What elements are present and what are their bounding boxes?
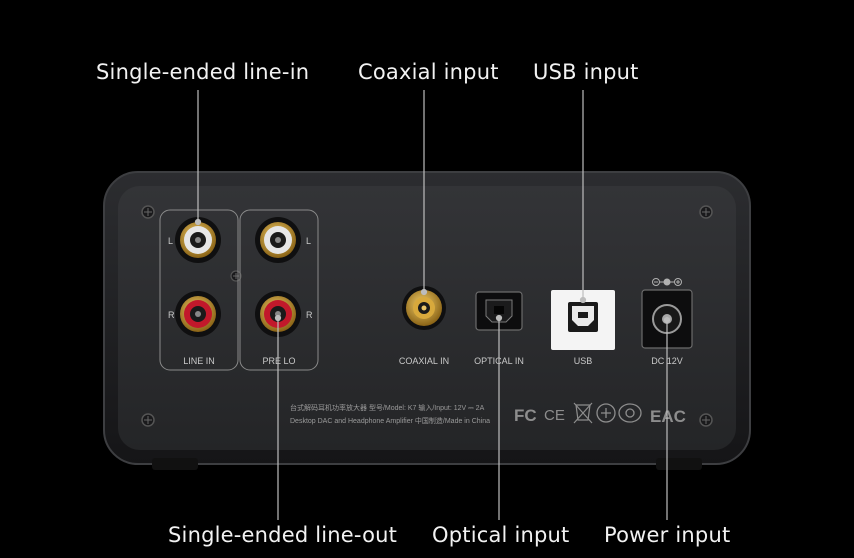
callout-power-input: Power input — [604, 523, 731, 547]
rca-line-in-right-jack — [175, 291, 221, 337]
coaxial-label: COAXIAL IN — [399, 356, 449, 366]
usb-port — [551, 290, 615, 350]
channel-label-left: L — [306, 236, 311, 246]
line-in-frame — [159, 209, 239, 371]
callout-single-ended-line-in: Single-ended line-in — [96, 60, 310, 84]
weee-bin-icon — [573, 402, 593, 424]
info-line-2: Desktop DAC and Headphone Amplifier 中国制造… — [290, 416, 490, 425]
channel-label-right: R — [306, 310, 313, 320]
rca-pre-lo-left-jack — [255, 217, 301, 263]
pre-lo-frame — [239, 209, 319, 371]
callout-single-ended-line-out: Single-ended line-out — [168, 523, 398, 547]
usb-label: USB — [574, 356, 593, 366]
line-in-label: LINE IN — [183, 356, 215, 366]
certification-seal-icon — [596, 403, 616, 423]
foot-right — [656, 458, 702, 470]
callout-usb-input: USB input — [533, 60, 639, 84]
polarity-icon — [652, 278, 682, 286]
leader-lines — [194, 90, 671, 520]
optical-port — [475, 291, 523, 331]
pre-lo-label: PRE LO — [262, 356, 295, 366]
screw-icon — [699, 413, 713, 427]
rca-line-in-left-jack — [175, 217, 221, 263]
channel-label-right: R — [168, 310, 175, 320]
certification-seal-icon — [618, 403, 642, 423]
channel-label-left: L — [168, 236, 173, 246]
rca-pre-lo-right-jack — [255, 291, 301, 337]
eac-mark-icon: EAC — [650, 407, 686, 426]
foot-left — [152, 458, 198, 470]
screw-icon — [699, 205, 713, 219]
fcc-mark-icon: FC — [514, 406, 537, 425]
screw-icon — [141, 413, 155, 427]
coaxial-jack — [402, 286, 446, 330]
callout-coaxial-input: Coaxial input — [358, 60, 499, 84]
info-line-1: 台式解码耳机功率放大器 型号/Model: K7 输入/Input: 12V ⎓… — [290, 403, 485, 412]
screw-icon — [141, 205, 155, 219]
callout-optical-input: Optical input — [432, 523, 570, 547]
ce-mark-icon: CE — [544, 407, 565, 424]
